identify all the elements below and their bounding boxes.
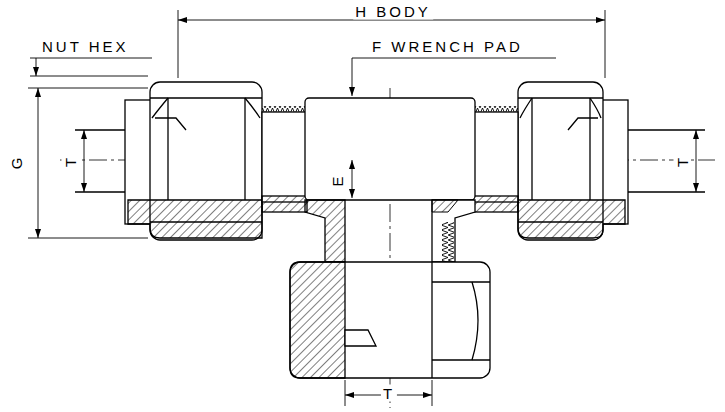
dimension-lines-part: [30, 58, 152, 59]
dimension-lines-part: [28, 88, 148, 89]
dimension-lines-part: [28, 238, 148, 239]
dimension-lines-part: [84, 130, 85, 192]
dimension-lines-part: [352, 58, 556, 96]
dimension-lines-part: [696, 130, 697, 192]
left-nut: [75, 82, 262, 240]
dimension-label: T: [674, 153, 691, 169]
tee-body-part: [442, 222, 454, 262]
left-nut-part: [75, 129, 125, 130]
left-nut-part: [244, 98, 245, 200]
left-nut-part: [245, 98, 260, 118]
tee-body-part: [473, 196, 518, 212]
right-nut-part: [628, 191, 705, 192]
dimension-label: H BODY: [353, 3, 433, 20]
tee-body-part: [262, 106, 307, 112]
right-nut-part: [568, 118, 598, 130]
callout-label: NUT HEX: [42, 38, 129, 55]
right-nut-part: [518, 200, 625, 238]
left-nut-part: [155, 118, 186, 130]
tee-body-part: [432, 200, 458, 212]
dimension-label: E: [329, 171, 346, 188]
left-nut-part: [152, 98, 168, 118]
bottom-nut: [290, 262, 490, 378]
dimension-lines-part: [30, 76, 148, 77]
bottom-nut-part: [290, 262, 490, 378]
bottom-nut-part: [345, 330, 376, 346]
callout-label: F WRENCH PAD: [372, 38, 523, 55]
right-nut-part: [628, 129, 705, 130]
dimension-label: T: [62, 153, 79, 169]
left-nut-part: [167, 98, 168, 200]
bottom-nut-part: [432, 281, 490, 282]
tee-body-part: [432, 200, 475, 262]
tee-body-part: [305, 98, 475, 200]
dimension-lines-part: [36, 58, 37, 76]
left-nut-part: [128, 200, 262, 238]
dimension-label: T: [381, 385, 397, 402]
right-nut-part: [590, 98, 601, 118]
right-nut-part: [589, 98, 590, 200]
tee-body: [262, 98, 518, 262]
bottom-nut-part: [290, 262, 345, 378]
tee-body-part: [473, 112, 518, 202]
dimension-label: G: [8, 153, 25, 172]
tee-body-part: [473, 106, 518, 112]
tee-body-part: [262, 196, 307, 212]
dimension-lines-part: [345, 380, 346, 406]
right-nut-part: [531, 98, 532, 200]
bottom-nut-part: [432, 359, 490, 360]
tee-body-part: [305, 200, 345, 262]
dimension-lines-part: [38, 88, 39, 238]
right-nut: [518, 82, 705, 240]
left-nut-part: [75, 191, 125, 192]
dimension-lines-part: [178, 20, 605, 21]
dimension-lines: [28, 10, 696, 406]
tee-body-part: [262, 112, 307, 202]
dimension-lines-part: [432, 380, 433, 406]
bottom-nut-part: [472, 282, 478, 360]
right-nut-part: [520, 98, 532, 118]
dimension-lines-part: [352, 160, 353, 198]
